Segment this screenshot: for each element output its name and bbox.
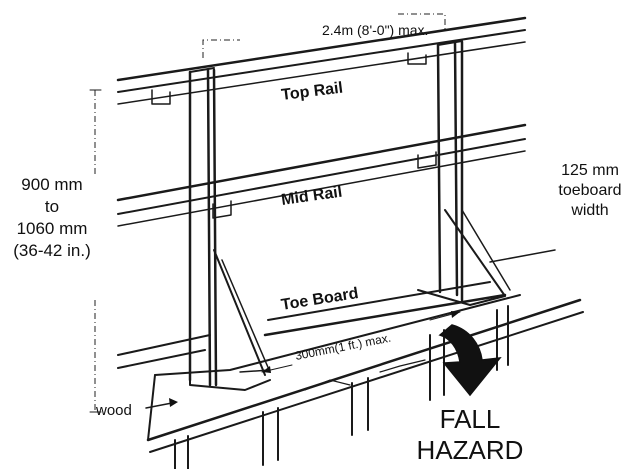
fall-hazard-line-1: FALL xyxy=(440,404,501,434)
toeboard-width-line-2: toeboard xyxy=(558,182,621,199)
span-label: 2.4m (8'-0") max. xyxy=(322,22,428,38)
mid-rail-label: Mid Rail xyxy=(280,184,343,209)
height-line-1: 900 mm xyxy=(21,175,82,194)
toeboard-width-line-1: 125 mm xyxy=(561,162,619,179)
wood-platform xyxy=(146,294,584,469)
left-post xyxy=(188,67,271,391)
top-rail xyxy=(116,16,527,105)
right-post xyxy=(417,40,511,306)
wood-pointer-arrow xyxy=(145,398,178,409)
height-dimension xyxy=(89,89,102,413)
platform-width-label: 300mm(1 ft.) max. xyxy=(294,331,392,363)
toeboard-width-line-3: width xyxy=(570,202,608,219)
height-line-2: to xyxy=(45,197,59,216)
height-label: 900 mm to 1060 mm (36-42 in.) xyxy=(13,175,90,260)
toeboard-width-label: 125 mm toeboard width xyxy=(558,162,621,219)
mid-rail xyxy=(116,123,527,227)
fall-hazard-arrow-icon xyxy=(438,324,502,397)
fall-hazard-line-2: HAZARD xyxy=(417,435,524,465)
wood-label: wood xyxy=(95,402,132,419)
platform-width-dimension xyxy=(261,311,461,373)
toe-board-label: Toe Board xyxy=(280,285,360,314)
fall-hazard-label: FALL HAZARD xyxy=(417,404,524,465)
height-line-4: (36-42 in.) xyxy=(13,241,90,260)
height-line-3: 1060 mm xyxy=(17,219,88,238)
top-rail-label: Top Rail xyxy=(280,80,344,104)
span-dimension xyxy=(202,13,446,58)
